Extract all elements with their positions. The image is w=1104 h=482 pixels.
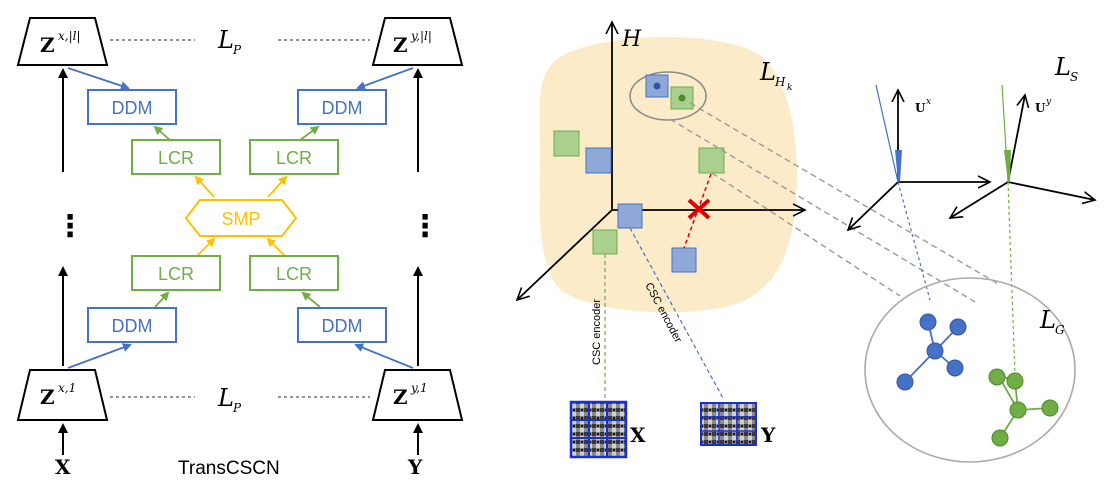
transcscn-panel: Z x,|l| Z y,|l| L P Z x,1 Z y,1: [16, 17, 464, 479]
svg-text:DDM: DDM: [112, 98, 153, 118]
bottom-right-z-sup: y,1: [410, 381, 428, 395]
loss-hk-label: L H k: [759, 58, 792, 93]
left-ellipsis: ⋮: [55, 209, 85, 244]
svg-text:U: U: [915, 101, 926, 115]
svg-text:DDM: DDM: [112, 316, 153, 336]
input-y-label: Y: [407, 455, 423, 479]
top-right-z-sup: y,|l|: [410, 29, 432, 43]
svg-text:LCR: LCR: [276, 264, 312, 284]
input-x-label: X: [55, 455, 71, 479]
bottom-left-z-sup: x,1: [58, 381, 76, 395]
svg-text:H: H: [621, 27, 642, 52]
svg-text:DDM: DDM: [322, 98, 363, 118]
loss-s-label: L S: [1054, 53, 1078, 84]
green-feature-square: [592, 229, 618, 255]
bottom-left-z-label: Z: [40, 385, 55, 409]
patch-x-label: X: [630, 423, 646, 447]
negative-pair-line: [683, 173, 712, 249]
lcr-bottom-right: LCR: [249, 255, 339, 291]
graph-ellipse: [864, 277, 1076, 463]
blue-graph-nodes: [896, 313, 967, 391]
bottom-right-z-block: Z y,1: [371, 369, 464, 421]
ddm-bottom-right: DDM: [297, 307, 387, 343]
uy-label: U y: [1035, 97, 1052, 115]
lcr-top-right: LCR: [249, 139, 339, 175]
bottom-right-z-label: Z: [393, 385, 408, 409]
top-left-z-block: Z x,|l|: [16, 17, 109, 66]
ddm-bottom-left: DDM: [87, 307, 177, 343]
green-feature-dot: [678, 94, 686, 102]
svg-text:G: G: [1055, 323, 1065, 337]
loss-p-top-sub: P: [232, 43, 242, 57]
svg-text:DDM: DDM: [322, 316, 363, 336]
blue-feature-square: [671, 247, 697, 273]
loss-p-top-main: L: [217, 26, 234, 54]
loss-p-bottom: L P: [217, 384, 242, 415]
patch-x-image: [569, 400, 628, 459]
patch-y-image: [700, 402, 757, 446]
patch-y-label: Y: [760, 423, 776, 447]
blue-feature-square: [585, 147, 612, 174]
lcr-top-left: LCR: [131, 139, 221, 175]
h-space-label: H: [621, 27, 642, 52]
top-right-z-block: Z y,|l|: [371, 17, 464, 66]
svg-text:y: y: [1045, 97, 1052, 107]
cross-icon: [687, 198, 711, 220]
top-left-z-sup: x,|l|: [58, 29, 81, 43]
svg-text:U: U: [1035, 101, 1046, 115]
svg-text:LCR: LCR: [158, 148, 194, 168]
transcscn-caption: TransCSCN: [178, 458, 280, 479]
green-feature-square: [698, 147, 725, 174]
svg-text:LCR: LCR: [276, 148, 312, 168]
svg-text:k: k: [787, 83, 792, 93]
loss-g-label: L G: [1039, 306, 1065, 337]
ddm-top-left: DDM: [87, 89, 177, 125]
blue-feature-square: [617, 203, 643, 229]
green-feature-square: [553, 130, 580, 157]
right-ellipsis: ⋮: [410, 209, 440, 244]
loss-p-top: L P: [217, 26, 242, 57]
embedding-panel: H L H k CSC encoder CSC encoder: [517, 22, 1095, 463]
loss-p-bottom-main: L: [217, 384, 234, 412]
svg-text:x: x: [926, 97, 931, 107]
loss-p-bottom-sub: P: [232, 401, 242, 415]
ddm-top-right: DDM: [297, 89, 387, 125]
svg-text:S: S: [1070, 70, 1078, 84]
svg-text:L: L: [1039, 306, 1056, 334]
svg-text:LCR: LCR: [158, 264, 194, 284]
svg-text:SMP: SMP: [221, 209, 260, 229]
top-left-z-label: Z: [40, 33, 55, 57]
smp-block: SMP: [184, 199, 298, 237]
blue-feature-dot: [653, 82, 661, 90]
svg-text:L: L: [759, 58, 776, 86]
cluster-ellipse: [629, 71, 707, 121]
bottom-left-z-block: Z x,1: [16, 369, 109, 421]
csc-encoder-label-1: CSC encoder: [591, 299, 603, 365]
green-graph-nodes: [988, 368, 1059, 447]
svg-text:H: H: [774, 75, 786, 89]
lcr-bottom-left: LCR: [131, 255, 221, 291]
ux-label: U x: [915, 97, 931, 115]
top-right-z-label: Z: [393, 33, 408, 57]
svg-text:L: L: [1054, 53, 1071, 81]
